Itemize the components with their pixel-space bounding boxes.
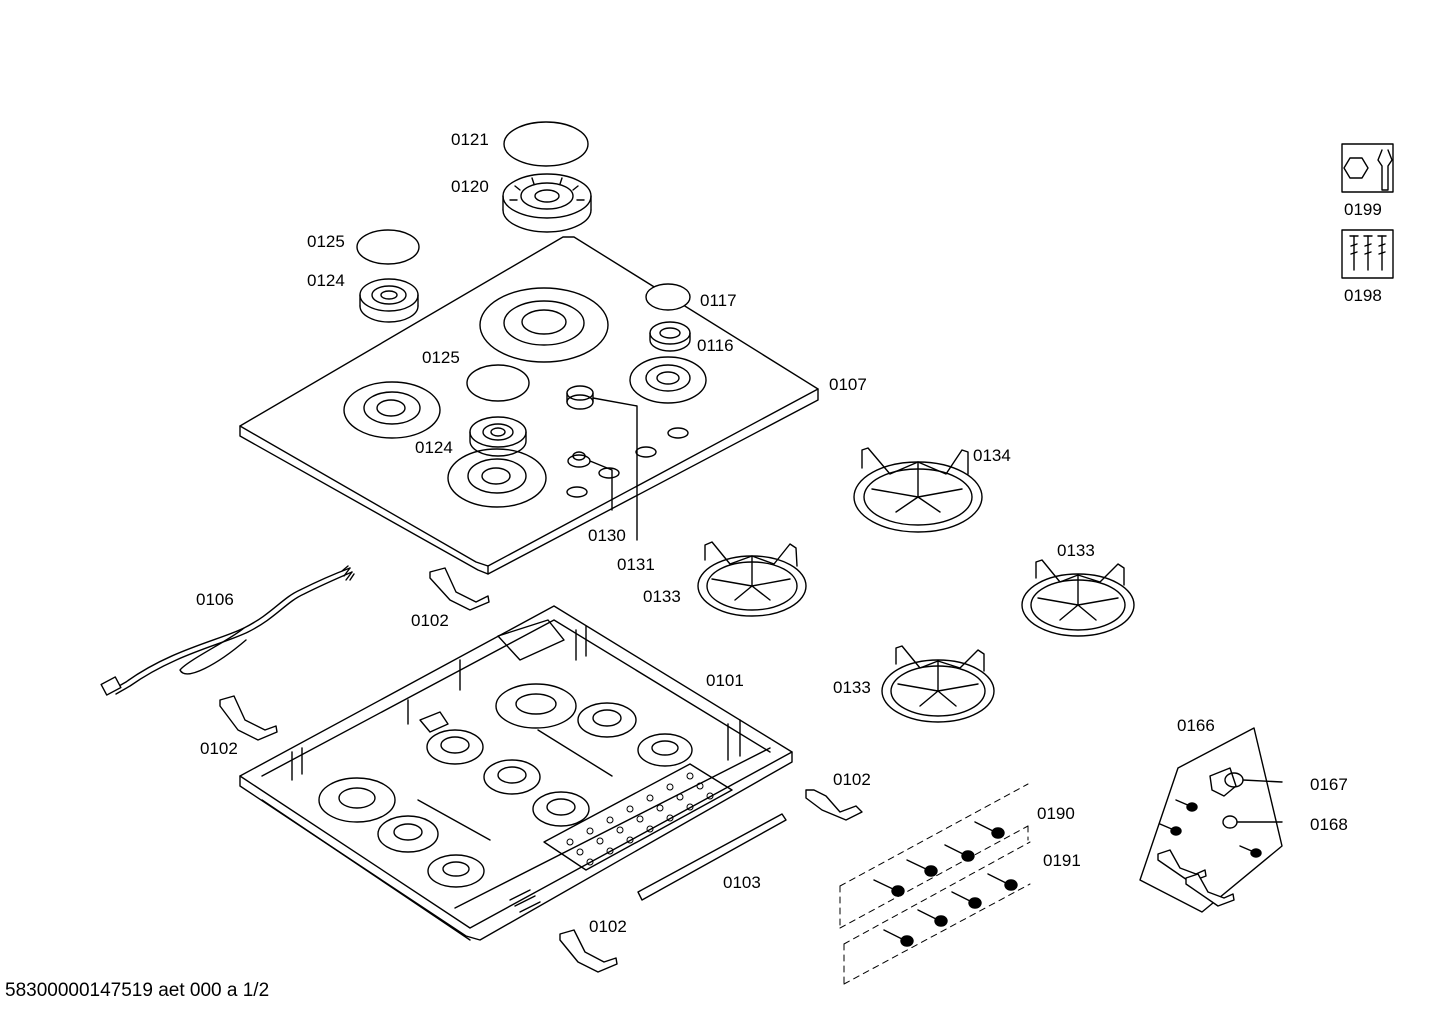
label-0130: 0130 [588,526,626,545]
pan-support-0133-right [1021,559,1135,637]
label-0102-right: 0102 [833,770,871,789]
label-0117: 0117 [700,291,737,310]
label-0120: 0120 [451,177,489,196]
pan-support-0133-left [697,541,807,617]
base-tray-0101 [239,605,793,941]
label-0168: 0168 [1310,815,1348,834]
burner-0120 [502,173,592,233]
knob-0131 [566,385,638,541]
right-burner-seat [629,356,707,404]
label-0133-right: 0133 [1057,541,1095,560]
screws-0191 [883,873,1018,947]
wrench-nut-icon [1341,143,1394,193]
clip-0102-right [805,789,863,821]
label-0125: 0125 [307,232,345,251]
label-0101: 0101 [706,671,744,690]
label-0198: 0198 [1344,286,1382,305]
label-0102-top: 0102 [411,611,449,630]
label-0131: 0131 [617,555,655,574]
accessory-kit-0166 [1139,727,1283,913]
screws-0190 [873,821,1005,897]
large-burner-seat [479,287,609,363]
label-0106: 0106 [196,590,234,609]
seal-strip-0103 [637,813,787,901]
cap-0121 [503,121,589,167]
cap-0125 [356,229,420,265]
label-0102-bottom: 0102 [589,917,627,936]
label-0191: 0191 [1043,851,1081,870]
label-0124: 0124 [307,271,345,290]
burner-0116 [649,321,691,352]
label-0133-bottom: 0133 [833,678,871,697]
document-id: 58300000147519 aet 000 a 1/2 [5,980,270,1001]
clip-0102-top [429,567,490,611]
label-0103: 0103 [723,873,761,892]
label-0102-left: 0102 [200,739,238,758]
label-0133-left: 0133 [643,587,681,606]
label-0124-plate: 0124 [415,438,453,457]
front-burner-seat [447,448,547,508]
clip-0102-left [219,695,278,741]
burner-0124-on-plate [469,416,527,457]
screws-icon [1341,229,1394,279]
clip-0102-bottom [559,929,618,973]
hob-top-plate [239,236,819,575]
pan-support-0133-bottom [881,645,995,723]
burner-0124 [359,278,419,323]
spark-plug-0130 [567,451,613,511]
cap-0117 [645,283,691,311]
label-0121: 0121 [451,130,489,149]
label-0107: 0107 [829,375,867,394]
label-0167: 0167 [1310,775,1348,794]
pan-support-0134 [853,447,983,533]
label-0116: 0116 [697,336,734,355]
label-0134: 0134 [973,446,1011,465]
label-0166: 0166 [1177,716,1215,735]
mains-cable-0106 [100,565,355,696]
label-0199: 0199 [1344,200,1382,219]
knob-holes [566,427,689,498]
left-burner-seat [343,381,441,439]
label-0190: 0190 [1037,804,1075,823]
burner-cap-on-plate [466,364,530,402]
label-0125-plate: 0125 [422,348,460,367]
screw-set-dashed-box [839,783,1031,985]
